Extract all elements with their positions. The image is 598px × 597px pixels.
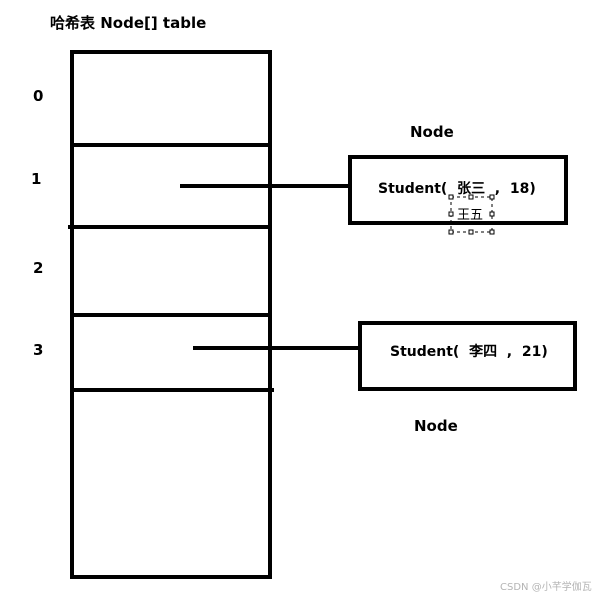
selection-handle[interactable] (468, 229, 474, 235)
selection-handle[interactable] (489, 194, 495, 200)
table-index-1: 1 (31, 170, 41, 188)
selection-handle[interactable] (489, 229, 495, 235)
selection-handle[interactable] (468, 194, 474, 200)
watermark: CSDN @小芊学伽瓦 (500, 580, 592, 593)
node-2-box (358, 321, 577, 391)
selection-handle[interactable] (448, 194, 454, 200)
node-1-text-selection[interactable]: 王五 (448, 194, 495, 235)
selection-handle[interactable] (448, 229, 454, 235)
diagram-title: 哈希表 Node[] table (50, 14, 206, 32)
node-1-label: Node (410, 123, 454, 141)
node-1-text: Student( 张三 , 18) (378, 181, 536, 197)
selection-handle[interactable] (448, 211, 454, 217)
table-index-2: 2 (33, 259, 43, 277)
node-1-box (348, 155, 568, 225)
node-2-text: Student( 李四 , 21) (390, 343, 548, 360)
table-index-0: 0 (33, 87, 43, 105)
node-1-overlay-text: 王五 (457, 208, 483, 223)
table-index-3: 3 (33, 341, 43, 359)
node-2-label: Node (414, 417, 458, 435)
selection-handle[interactable] (489, 211, 495, 217)
